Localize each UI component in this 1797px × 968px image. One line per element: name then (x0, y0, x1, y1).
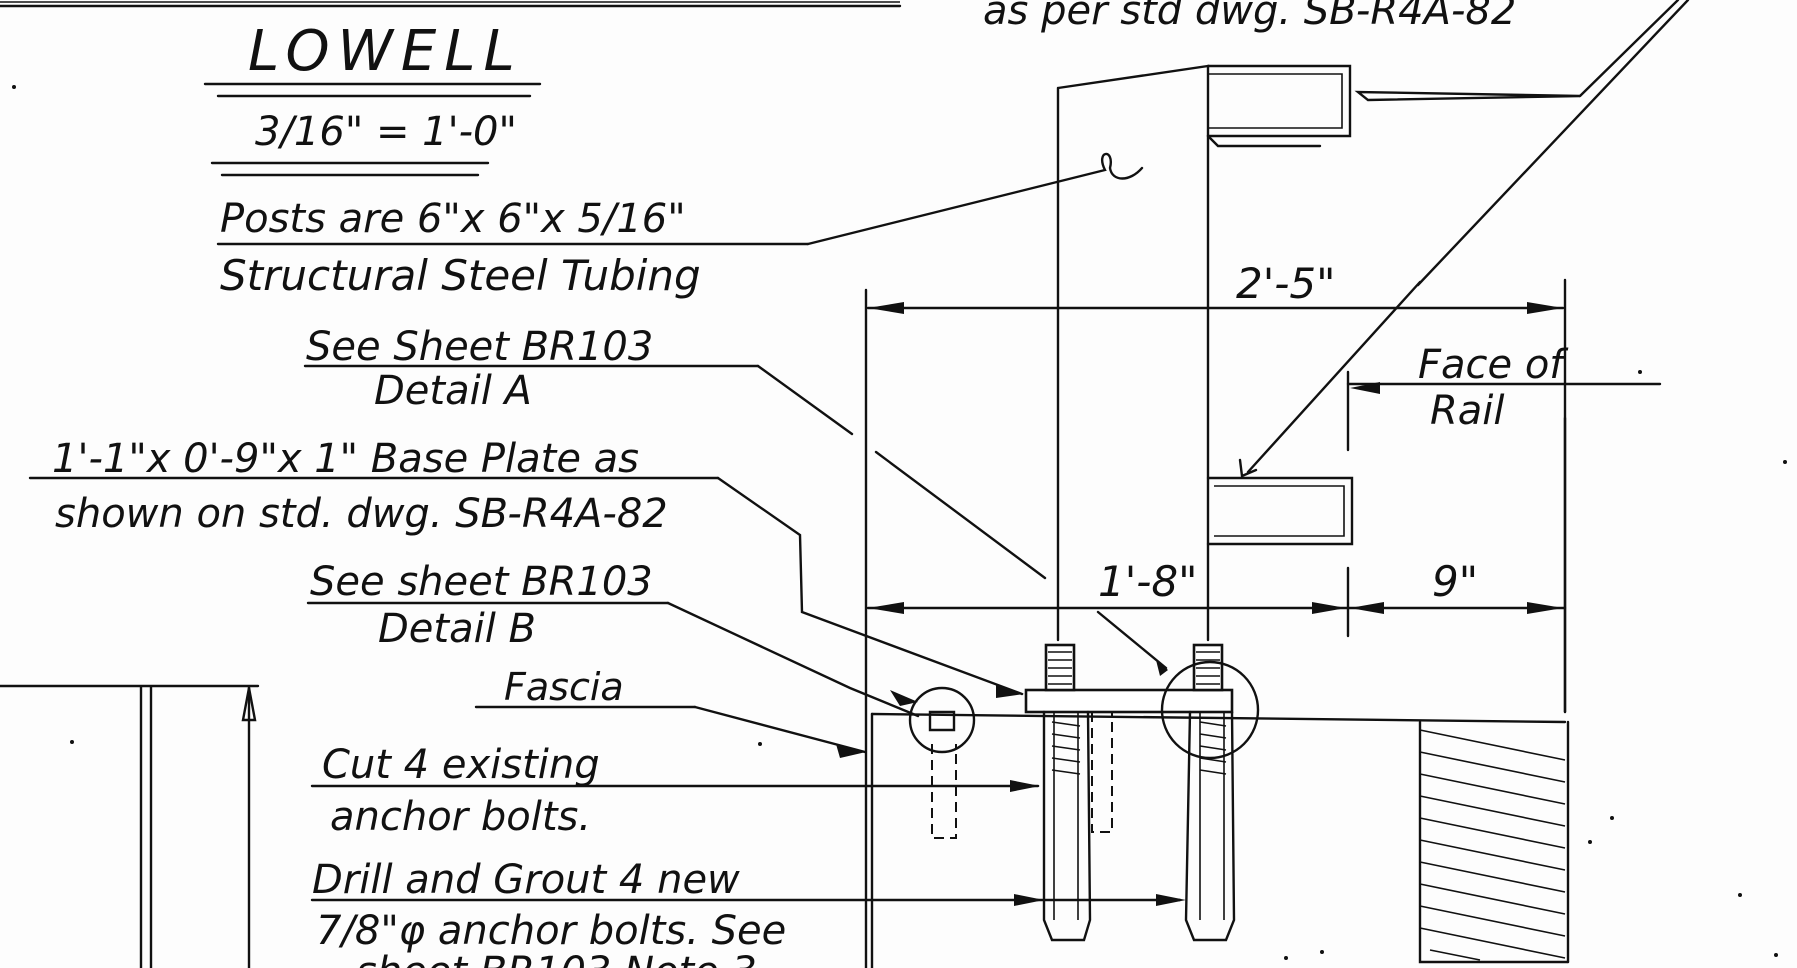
drill-note-line3: sheet BR103 Note 3 (356, 949, 757, 968)
adjacent-detail-arrow (241, 687, 257, 722)
existing-bolt-dashed (1091, 712, 1113, 833)
dim-post-arrow-left (868, 602, 904, 614)
adjacent-detail-frame (0, 684, 260, 968)
drill-arrow-right (1156, 894, 1186, 906)
top-rail-lip (1206, 134, 1322, 148)
deck-top (870, 712, 1567, 724)
cut-arrow-left (1010, 780, 1040, 792)
base-plate-leader (716, 476, 1024, 696)
top-rail-tube-inner (1208, 73, 1343, 129)
face-of-rail-arrow (1350, 382, 1380, 394)
detail-a-arrow (1156, 660, 1168, 676)
anchor-bolt-right (1184, 643, 1236, 942)
curb-hatch (1419, 729, 1566, 961)
drill-note-line2: 7/8"φ anchor bolts. See (316, 908, 786, 954)
detail-b-arrow (890, 690, 918, 706)
rail-post (1056, 64, 1210, 642)
see-b-line1: See sheet BR103 (310, 559, 653, 605)
fascia-label: Fascia (504, 665, 624, 709)
top-note: as per std dwg. SB-R4A-82 (983, 0, 1516, 34)
long-diagonal-leader (1416, 0, 1690, 287)
cut-note-line1: Cut 4 existing (322, 742, 600, 788)
posts-note-line1: Posts are 6"x 6"x 5/16" (220, 196, 686, 242)
see-b-line2: Detail B (378, 606, 536, 652)
drill-note-line1: Drill and Grout 4 new (312, 857, 740, 903)
base-plate-arrow (996, 684, 1024, 698)
bottom-rail-tube (1206, 476, 1354, 546)
detail-b-circle (908, 686, 976, 754)
fascia-arrow (836, 744, 866, 758)
dim-overall-label: 2'-5" (1236, 259, 1335, 308)
base-plate-line1: 1'-1"x 0'-9"x 1" Base Plate as (52, 436, 639, 482)
see-b-leader (666, 601, 920, 718)
scan-noise (12, 85, 1787, 960)
detail-a-circle (1160, 660, 1260, 760)
top-rail-leader (1578, 0, 1680, 98)
detail-a-leader-2 (1096, 610, 1168, 670)
see-a-line2: Detail A (374, 368, 532, 414)
dim-offset-label: 9" (1432, 557, 1478, 606)
drill-arrow-left (1014, 894, 1044, 906)
dim-offset-arrow-left (1350, 602, 1384, 614)
face-of-rail-line2: Rail (1430, 388, 1505, 434)
see-a-leader (756, 364, 1047, 580)
see-a-line1: See Sheet BR103 (306, 324, 653, 370)
dim-post-arrow-right (1312, 602, 1346, 614)
drawing-title: LOWELL (248, 19, 523, 84)
top-rail-arrow (1354, 90, 1581, 102)
base-plate (1024, 688, 1234, 714)
posts-leader (806, 152, 1144, 246)
dim-arrow-left (868, 302, 904, 314)
anchor-bolt-left (1042, 643, 1092, 942)
dim-post-label: 1'-8" (1098, 557, 1197, 606)
bottom-rail-tube-inner (1214, 485, 1345, 537)
existing-bolt-dashed-left (931, 744, 957, 839)
top-rail-tube (1206, 64, 1352, 138)
drawing-scale: 3/16" = 1'-0" (255, 109, 517, 155)
face-of-rail-line1: Face of (1418, 342, 1569, 388)
bottom-rail-leader (1238, 280, 1422, 478)
base-plate-line2: shown on std. dwg. SB-R4A-82 (55, 491, 668, 537)
dim-arrow-right (1527, 302, 1563, 314)
cut-note-line2: anchor bolts. (330, 794, 591, 840)
posts-note-line2: Structural Steel Tubing (220, 251, 701, 300)
detail-b-bolt-head (928, 710, 956, 732)
dim-offset-arrow-right (1527, 602, 1563, 614)
curb-outline (1418, 720, 1570, 964)
